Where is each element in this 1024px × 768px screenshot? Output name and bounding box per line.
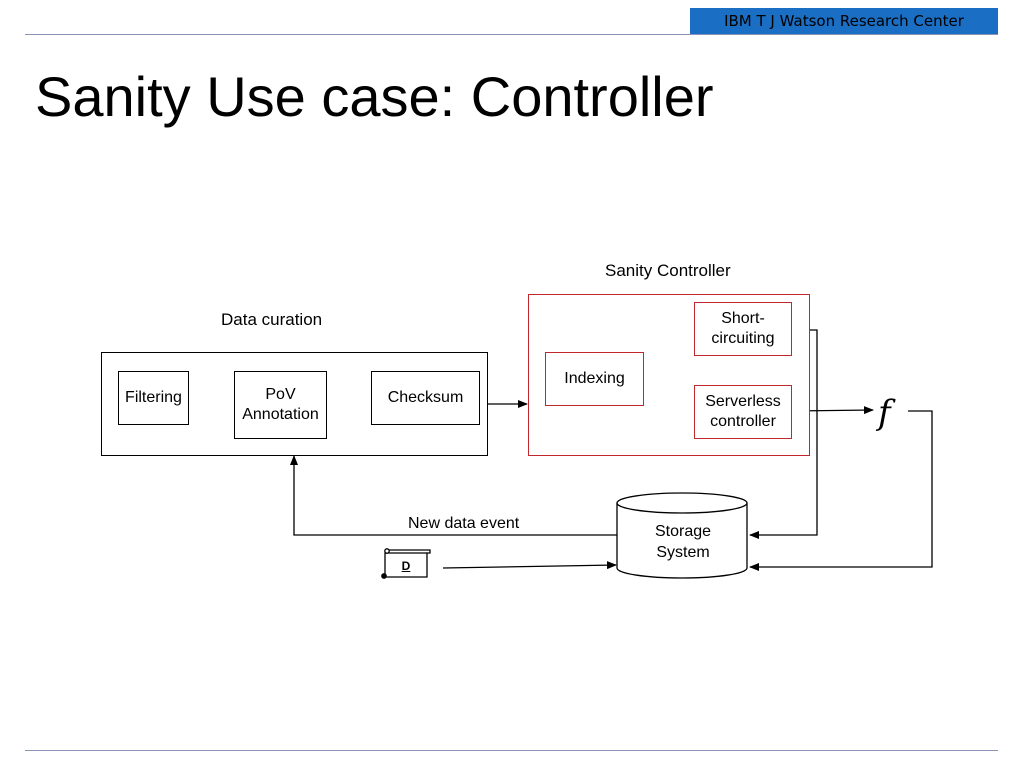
storage-line2: System [656, 544, 710, 561]
pov-text-line2: Annotation [242, 406, 319, 423]
storage-system-text: Storage System [618, 521, 748, 563]
arrow-function-to-storage [749, 410, 933, 571]
short-circuiting-box: Short- circuiting [694, 302, 792, 356]
arrow-document-to-storage [442, 561, 617, 570]
checksum-box: Checksum [371, 371, 480, 425]
sanity-controller-label: Sanity Controller [605, 261, 731, 280]
top-divider [25, 34, 998, 35]
slide-title: Sanity Use case: Controller [35, 65, 714, 128]
checksum-text: Checksum [387, 389, 464, 406]
serverless-line2: controller [710, 413, 776, 430]
new-data-event-label: New data event [408, 515, 520, 532]
header-banner: IBM T J Watson Research Center [690, 8, 998, 35]
data-curation-label: Data curation [221, 310, 323, 329]
document-label: D [401, 559, 411, 573]
document-icon [381, 548, 431, 579]
arrow-new-data-event [290, 455, 617, 536]
short-circuiting-line2: circuiting [711, 330, 775, 347]
indexing-text: Indexing [564, 370, 625, 387]
indexing-box: Indexing [545, 352, 644, 406]
pov-text-line1: PoV [265, 386, 296, 403]
serverless-controller-box: Serverless controller [694, 385, 792, 439]
short-circuiting-line1: Short- [721, 310, 765, 327]
storage-system-cylinder [616, 492, 748, 579]
pov-annotation-box: PoV Annotation [234, 371, 327, 439]
serverless-line1: Serverless [705, 393, 781, 410]
bottom-divider [25, 750, 998, 751]
org-name: IBM T J Watson Research Center [724, 12, 964, 30]
filtering-box: Filtering [118, 371, 189, 425]
filtering-text: Filtering [125, 389, 182, 406]
function-symbol: f [878, 393, 891, 433]
storage-line1: Storage [654, 523, 712, 540]
